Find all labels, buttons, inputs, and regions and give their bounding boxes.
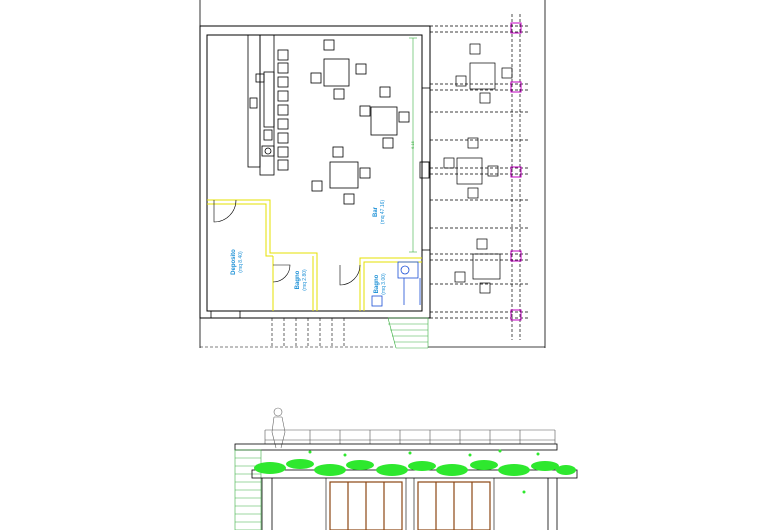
bar-stools <box>277 49 289 171</box>
interior-tables <box>310 39 410 205</box>
room-area-bar: (mq 47.16) <box>380 200 386 225</box>
terrace-tables <box>443 43 513 294</box>
exterior-wall <box>199 25 431 319</box>
room-labels: Bar (mq 47.16) Deposito (mq 8.40) Bagno … <box>231 140 415 294</box>
service-rooms <box>207 199 422 311</box>
bar-counter <box>247 34 275 176</box>
side-stair <box>234 449 262 530</box>
human-figure <box>271 407 286 449</box>
windows <box>210 87 430 318</box>
roof-slab <box>234 443 558 451</box>
room-label-bagno-1: Bagno <box>295 270 301 289</box>
dimension-label: 6.15 <box>410 140 415 149</box>
room-label-bagno-2: Bagno <box>374 274 380 293</box>
room-area-bagno-2: (mq 3.00) <box>381 273 387 295</box>
entrance-ramp <box>387 317 429 349</box>
facade <box>261 478 558 530</box>
roof-railing <box>264 429 556 444</box>
glazed-doors <box>329 481 491 530</box>
elevation <box>234 407 578 530</box>
bathroom-fixtures <box>371 261 421 307</box>
climbing-plants <box>254 449 576 494</box>
room-area-bagno-1: (mq 2.80) <box>302 269 308 291</box>
dimension-line <box>409 37 417 253</box>
room-label-deposito: Deposito <box>231 249 237 275</box>
interior-wall <box>206 34 423 312</box>
room-label-bar: Bar <box>373 206 379 217</box>
terrace-pergola <box>430 14 530 340</box>
foundation-dashed <box>200 318 395 348</box>
pergola-posts <box>510 22 522 321</box>
room-area-deposito: (mq 8.40) <box>238 251 244 273</box>
floor-plan <box>199 0 546 349</box>
